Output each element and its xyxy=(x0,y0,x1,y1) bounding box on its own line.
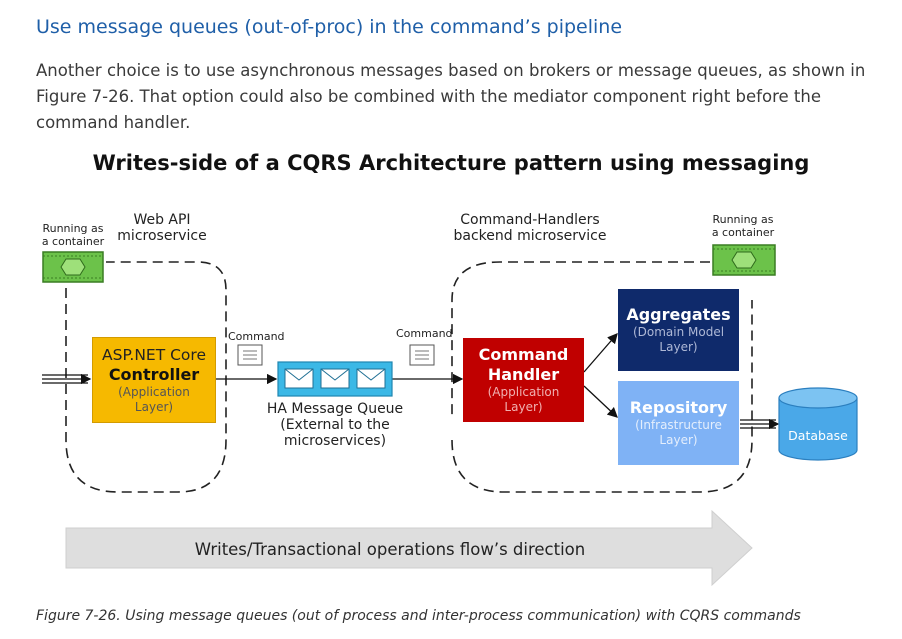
right-running-label: Running as a container xyxy=(700,213,786,239)
message-queue-icon xyxy=(277,361,393,397)
aspnet-line2: Controller xyxy=(108,364,200,384)
handlers-label-line1: Command-Handlers xyxy=(460,212,600,228)
repository-line1: Repository xyxy=(629,398,728,417)
figure-caption: Figure 7-26. Using message queues (out o… xyxy=(36,608,801,624)
database-label: Database xyxy=(788,428,848,443)
diagram-title: Writes-side of a CQRS Architecture patte… xyxy=(92,151,810,175)
webapi-label: Web API microservice xyxy=(108,212,216,244)
right-running-label-line1: Running as xyxy=(712,213,774,226)
flow-direction-arrow xyxy=(65,509,753,587)
webapi-container-outline xyxy=(65,261,227,493)
command-message-icon-right xyxy=(409,344,435,366)
command-label-right: Command xyxy=(396,327,453,340)
command-label-left: Command xyxy=(228,330,285,343)
cmdhandler-line4: Layer) xyxy=(504,400,543,414)
webapi-label-line2: microservice xyxy=(117,228,207,244)
message-queue-label: HA Message Queue (External to the micros… xyxy=(255,401,415,449)
left-container-icon xyxy=(42,251,104,283)
aspnet-line3: (Application xyxy=(118,384,190,399)
flow-direction-label: Writes/Transactional operations flow’s d… xyxy=(194,540,586,559)
database-icon xyxy=(778,387,858,461)
cmdhandler-line2: Handler xyxy=(487,365,560,384)
queue-line3: microservices) xyxy=(283,433,387,449)
queue-line1: HA Message Queue xyxy=(266,401,404,417)
aspnet-line4: Layer) xyxy=(134,399,174,414)
webapi-label-line1: Web API xyxy=(133,212,191,228)
handlers-label-line2: backend microservice xyxy=(453,228,607,244)
aggregates-line3: Layer) xyxy=(659,340,698,354)
command-message-icon-left xyxy=(237,344,263,366)
aggregates-line2: (Domain Model xyxy=(632,325,725,339)
aggregates-line1: Aggregates xyxy=(626,305,731,324)
section-heading: Use message queues (out-of-proc) in the … xyxy=(36,16,623,38)
aspnet-controller-box: ASP.NET Core Controller (Application Lay… xyxy=(92,337,216,423)
repository-line3: Layer) xyxy=(659,433,698,447)
cmdhandler-line3: (Application xyxy=(487,385,560,399)
cmdhandler-line1: Command xyxy=(478,345,569,364)
intro-paragraph: Another choice is to use asynchronous me… xyxy=(36,61,866,132)
left-running-label: Running as a container xyxy=(30,222,116,248)
aspnet-line1: ASP.NET Core xyxy=(102,345,206,364)
queue-line2: (External to the xyxy=(280,417,390,433)
aggregates-box: Aggregates (Domain Model Layer) xyxy=(618,289,739,371)
right-container-icon xyxy=(712,244,776,276)
handlers-label: Command-Handlers backend microservice xyxy=(440,212,620,244)
right-running-label-line2: a container xyxy=(711,226,775,239)
left-running-label-line2: a container xyxy=(41,235,105,248)
command-handler-box: Command Handler (Application Layer) xyxy=(463,338,584,422)
handlers-container-outline xyxy=(451,261,753,493)
repository-line2: (Infrastructure xyxy=(635,418,722,432)
left-running-label-line1: Running as xyxy=(42,222,104,235)
repository-box: Repository (Infrastructure Layer) xyxy=(618,381,739,465)
